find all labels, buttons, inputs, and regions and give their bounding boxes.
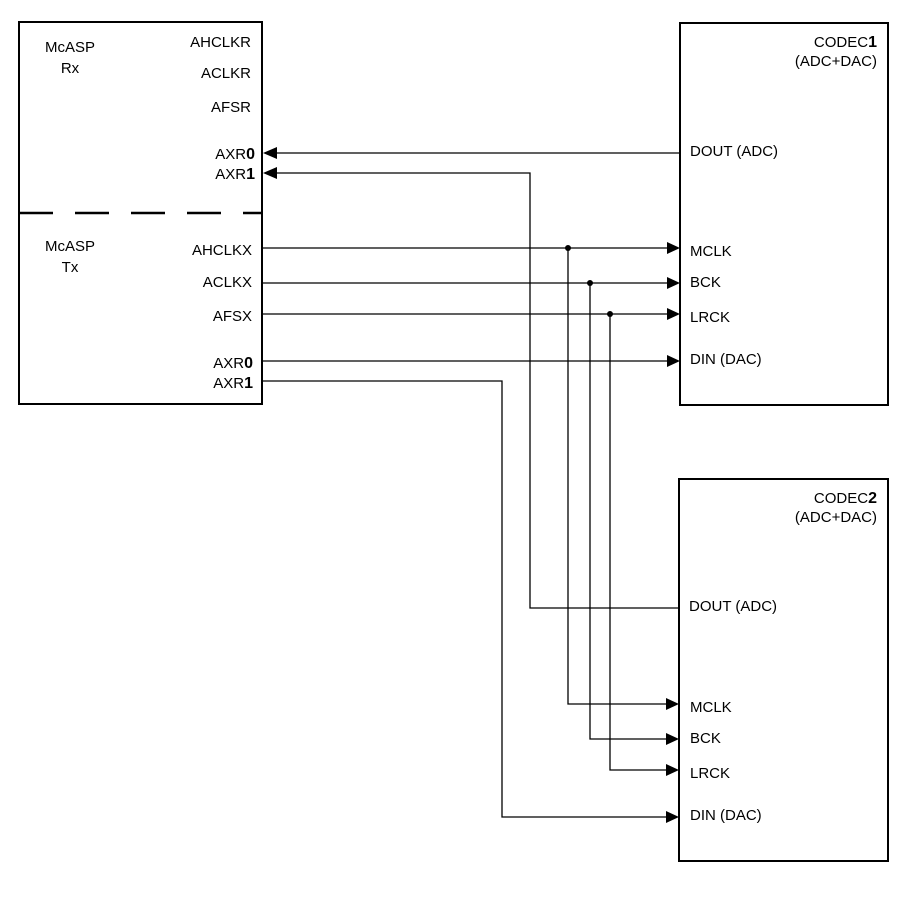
codec2-block: [678, 478, 889, 862]
codec1-bck-label: BCK: [690, 274, 721, 291]
codec2-title: CODEC2: [814, 490, 877, 507]
wire-lrck-branch-to-codec2: [609, 314, 667, 771]
pin-aclkr: ACLKR: [201, 65, 251, 82]
junction-lrck: [607, 311, 613, 317]
codec1-lrck-label: LRCK: [690, 309, 730, 326]
codec1-din-label: DIN (DAC): [690, 351, 762, 368]
junction-mclk: [565, 245, 571, 251]
arrow-codec2-mclk: [666, 698, 679, 710]
junction-bck: [587, 280, 593, 286]
arrow-codec2-bck: [666, 733, 679, 745]
codec1-mclk-label: MCLK: [690, 243, 732, 260]
pin-axr-rx0: AXR0: [215, 146, 255, 163]
pin-ahclkx: AHCLKX: [192, 242, 252, 259]
mcasp-tx-label-1: McASP: [45, 238, 95, 255]
arrow-codec2-lrck: [666, 764, 679, 776]
arrow-codec1-lrck: [667, 308, 680, 320]
arrow-axr-rx1: [263, 167, 277, 179]
pin-afsr: AFSR: [211, 99, 251, 116]
pin-aclkx: ACLKX: [203, 274, 252, 291]
codec2-subtitle: (ADC+DAC): [795, 509, 877, 526]
codec2-lrck-label: LRCK: [690, 765, 730, 782]
pin-ahclkr: AHCLKR: [190, 34, 251, 51]
arrow-codec1-din: [667, 355, 680, 367]
wire-codec2-dout-to-axr1: [276, 172, 679, 609]
codec2-din-label: DIN (DAC): [690, 807, 762, 824]
mcasp-rx-label-1: McASP: [45, 39, 95, 56]
mcasp-rx-label-2: Rx: [61, 60, 80, 77]
codec1-subtitle: (ADC+DAC): [795, 53, 877, 70]
pin-axr-tx0: AXR0: [213, 355, 253, 372]
codec2-dout-label: DOUT (ADC): [689, 598, 777, 615]
wire-mclk-branch-to-codec2: [567, 248, 667, 705]
codec1-title: CODEC1: [814, 34, 877, 51]
arrow-axr-rx0: [263, 147, 277, 159]
pin-afsx: AFSX: [213, 308, 252, 325]
codec2-mclk-label: MCLK: [690, 699, 732, 716]
codec2-bck-label: BCK: [690, 730, 721, 747]
codec1-block: [679, 22, 889, 406]
arrow-codec1-mclk: [667, 242, 680, 254]
pin-axr-tx1: AXR1: [213, 375, 253, 392]
arrow-codec1-bck: [667, 277, 680, 289]
mcasp-tx-label-2: Tx: [62, 259, 79, 276]
arrow-codec2-din: [666, 811, 679, 823]
pin-axr-rx1: AXR1: [215, 166, 255, 183]
wire-axr-tx1-to-codec2-din: [262, 380, 667, 818]
codec1-dout-label: DOUT (ADC): [690, 143, 778, 160]
wire-bck-branch-to-codec2: [589, 283, 667, 740]
